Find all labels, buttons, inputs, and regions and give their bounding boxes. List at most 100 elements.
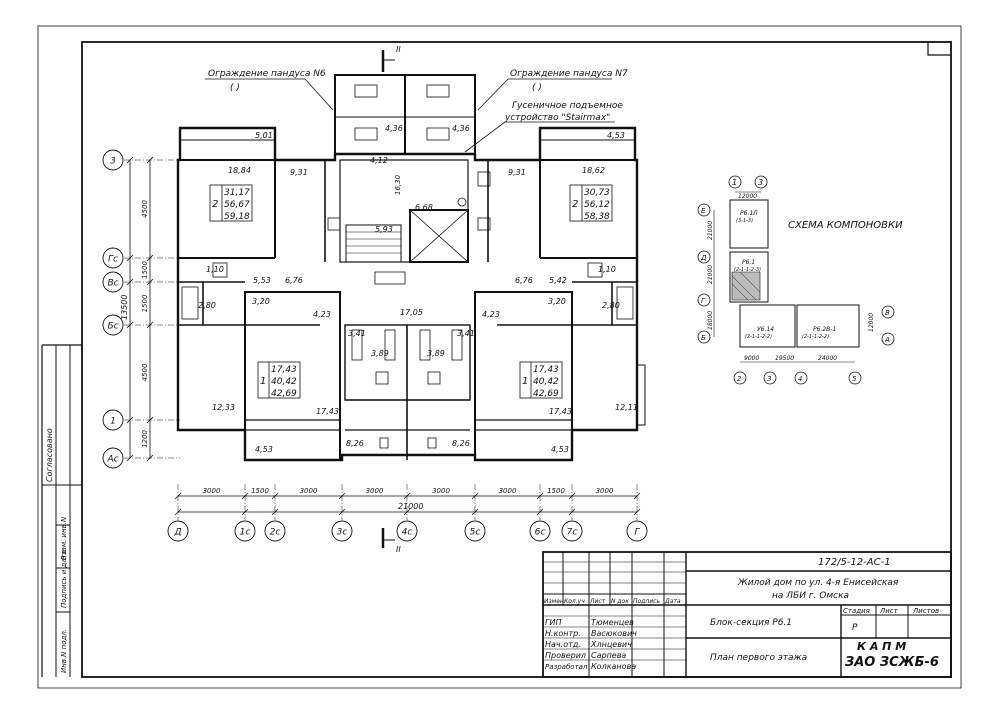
svg-text:2: 2 (212, 199, 218, 210)
svg-text:58,38: 58,38 (584, 212, 610, 222)
svg-text:17,43: 17,43 (316, 407, 339, 416)
svg-text:3,41: 3,41 (348, 329, 366, 338)
col-axis-marker (396, 520, 418, 542)
callout-leaders (205, 78, 615, 153)
project-line-2: на ЛБИ г. Омска (772, 591, 849, 601)
svg-text:17,43: 17,43 (271, 365, 297, 375)
svg-text:Листов: Листов (912, 607, 939, 615)
stamp-inv-orig: Инв.N подл. (60, 629, 68, 673)
svg-text:9000: 9000 (744, 355, 759, 362)
apartment-2room-right: 2 30,73 56,12 58,38 (569, 184, 613, 222)
svg-text:5,42: 5,42 (549, 276, 567, 285)
col-axis-label: 1с (240, 528, 251, 538)
svg-text:Измен: Измен (544, 598, 564, 605)
stamp-replace-inv: Взам. инв.N (60, 516, 68, 560)
row-dim-label: 1200 (141, 430, 149, 448)
row-dim-label: 4500 (141, 200, 149, 218)
svg-text:12,11: 12,11 (615, 403, 638, 412)
svg-text:17,43: 17,43 (533, 365, 559, 375)
col-axis-marker (264, 520, 286, 542)
col-axis-marker (331, 520, 353, 542)
svg-text:3,20: 3,20 (252, 297, 270, 306)
svg-text:31,17: 31,17 (224, 188, 250, 198)
row-dim-label: 1500 (141, 261, 149, 279)
ramp7-sub: ( ) (532, 83, 542, 93)
svg-text:Нач.отд.: Нач.отд. (545, 640, 581, 649)
row-axis-marker (102, 149, 124, 171)
svg-text:9,31: 9,31 (508, 168, 526, 177)
row-dim-label: 4500 (141, 363, 149, 381)
svg-text:Хлнцевич: Хлнцевич (590, 640, 632, 649)
apartment-boxes: 2 31,17 56,67 59,18 2 30,73 56,12 58,38 … (209, 184, 613, 399)
svg-text:1,10: 1,10 (206, 265, 224, 274)
svg-text:42,69: 42,69 (533, 389, 559, 399)
svg-text:4,53: 4,53 (255, 445, 273, 454)
svg-text:59,18: 59,18 (224, 212, 250, 222)
col-axis-marker (234, 520, 256, 542)
svg-text:2,80: 2,80 (198, 301, 216, 310)
scheme-title: СХЕМА КОМПОНОВКИ (788, 220, 903, 231)
svg-text:3: 3 (758, 178, 763, 187)
row-axis-label: Гс (108, 255, 118, 265)
org-line-1: К А П М (857, 640, 906, 653)
col-axis-marker (626, 520, 648, 542)
svg-text:8,26: 8,26 (346, 439, 364, 448)
row-axis-marker (102, 447, 124, 469)
svg-text:Стадия: Стадия (843, 607, 870, 615)
col-axis-label: 7с (567, 528, 578, 538)
svg-text:Васюкович: Васюкович (591, 629, 637, 638)
svg-text:16,30: 16,30 (394, 174, 402, 195)
apartment-1room-right: 1 17,43 40,42 42,69 (519, 361, 563, 399)
col-dim-label: 3000 (596, 487, 614, 495)
svg-text:40,42: 40,42 (271, 377, 297, 387)
svg-text:4,36: 4,36 (385, 124, 403, 133)
svg-text:А: А (884, 336, 890, 344)
svg-text:30,73: 30,73 (584, 188, 610, 198)
col-dim-label: 3000 (203, 487, 221, 495)
svg-text:(2-1-1-2-2): (2-1-1-2-2) (802, 334, 829, 340)
svg-text:(2-1-1-2-2): (2-1-1-2-2) (745, 334, 772, 340)
plan-walls (176, 74, 646, 462)
svg-text:В: В (885, 309, 890, 317)
svg-text:4,23: 4,23 (313, 310, 331, 319)
svg-text:17,05: 17,05 (400, 308, 423, 317)
svg-text:1: 1 (260, 376, 266, 387)
row-axis-label: 3 (110, 157, 116, 167)
svg-text:3,41: 3,41 (457, 329, 475, 338)
apartment-2room-left: 2 31,17 56,67 59,18 (209, 184, 253, 222)
title-block (542, 551, 952, 678)
col-axis-label: 6с (535, 528, 546, 538)
svg-text:Р6.1: Р6.1 (742, 259, 755, 266)
svg-text:Кол.уч: Кол.уч (564, 598, 585, 605)
stamp-sign-date: Подпись и дата (60, 550, 68, 608)
col-axis-marker (464, 520, 486, 542)
row-axis-marker (102, 271, 124, 293)
col-dim-label: 3000 (366, 487, 384, 495)
svg-text:8,26: 8,26 (452, 439, 470, 448)
svg-text:(2-1-1-2-3): (2-1-1-2-3) (734, 267, 761, 273)
svg-text:1: 1 (522, 376, 528, 387)
section-marks: II II (381, 45, 401, 554)
apartment-1room-left: 1 17,43 40,42 42,69 (257, 361, 301, 399)
frame-border (81, 41, 952, 678)
col-dim-label: 3000 (432, 487, 450, 495)
ramp6-sub: ( ) (230, 83, 240, 93)
row-axis-marker (102, 247, 124, 269)
svg-text:19500: 19500 (775, 355, 794, 362)
svg-text:18,84: 18,84 (228, 166, 251, 175)
svg-text:1,10: 1,10 (598, 265, 616, 274)
svg-text:12000: 12000 (738, 193, 757, 200)
row-axis-label: Бс (107, 322, 118, 332)
svg-text:Лист: Лист (879, 607, 899, 615)
svg-text:6,68: 6,68 (415, 203, 433, 212)
svg-text:42,69: 42,69 (271, 389, 297, 399)
col-axis-label: 4с (402, 528, 413, 538)
svg-text:12000: 12000 (868, 313, 875, 332)
svg-text:4: 4 (798, 375, 802, 383)
col-dim-label: 3000 (499, 487, 517, 495)
svg-text:6,76: 6,76 (285, 276, 303, 285)
col-dim-label: 1500 (251, 487, 269, 495)
col-axis-label: 2с (270, 528, 281, 538)
svg-text:4,53: 4,53 (551, 445, 569, 454)
